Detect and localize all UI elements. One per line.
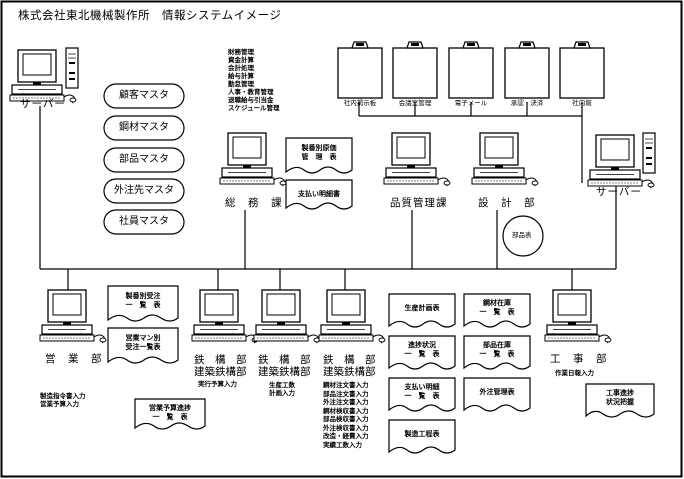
network-lines <box>39 102 617 290</box>
master-gaichu: 外注先マスタ <box>114 185 174 196</box>
clipboard-icon-2 <box>392 41 438 99</box>
server-left-label: サーバー <box>20 98 66 110</box>
clipboard-label-3: 電子メール <box>454 99 488 107</box>
clipboard-icon-4 <box>504 41 550 99</box>
server-right-label: サーバー <box>596 186 642 198</box>
doc-buhin-zaiko: 部品在庫一 覧 表 <box>479 341 515 358</box>
computer-hinshitsu-icon <box>383 132 451 187</box>
computer-kouji-icon <box>544 289 612 344</box>
doc-shiharai-meisaisho: 支払い明細書 <box>298 190 340 198</box>
soumu-label: 総 務 課 <box>225 197 283 209</box>
doc-seiban-juchu: 製番別受注一 覧 表 <box>125 292 161 309</box>
doc-seizou-koutei: 製造工程表 <box>404 430 440 438</box>
clipboard-icon-3 <box>448 41 494 99</box>
soumu-function-list: 財務管理 資金計算 会計処理 給与計算 勤怠管理 人事・教育管理 退職給与引当金… <box>228 48 280 112</box>
doc-kouzai-zaiko: 鋼材在庫一 覧 表 <box>479 299 515 316</box>
clipboard-label-4: 承認・決済 <box>510 99 544 107</box>
doc-eigyoman-juchu: 営業マン別受注一覧表 <box>125 334 161 351</box>
tekkou2-inputs: 生産工数計画入力 <box>269 381 295 397</box>
doc-shiharai-ichiran: 支払い明細一 覧 表 <box>404 383 440 400</box>
clipboard-icon-5 <box>559 41 605 99</box>
doc-seisan-keikaku: 生産計画表 <box>404 304 440 312</box>
eigyo-label: 営 業 部 <box>45 353 103 365</box>
tekkou1-input: 実行予算入力 <box>198 380 237 388</box>
computer-tekkou1-icon <box>191 289 259 344</box>
computer-tekkou3-icon <box>318 289 386 344</box>
tekkou2-label: 鉄 構 部建築鉄構部 <box>258 354 311 378</box>
eigyo-inputs: 製造指令書入力営業予算入力 <box>40 392 86 408</box>
computer-soumu-icon <box>219 132 287 187</box>
kouji-input: 作業日報入力 <box>555 369 594 377</box>
master-kouzai: 鋼材マスタ <box>119 122 169 133</box>
master-buhin: 部品マスタ <box>119 154 169 165</box>
page-title: 株式会社東北機械製作所 情報システムイメージ <box>18 8 282 22</box>
master-boxes <box>103 83 185 235</box>
doc-gaichu-kanri: 外注管理表 <box>479 388 515 396</box>
buhinhyo-label: 部品表 <box>512 231 532 239</box>
tekkou1-label: 鉄 構 部建築鉄構部 <box>194 354 247 378</box>
clipboard-label-2: 会議室管理 <box>398 99 432 107</box>
kouji-label: 工 事 部 <box>550 353 608 365</box>
clipboard-icon-1 <box>337 41 383 99</box>
buhinhyo-circle <box>502 215 544 257</box>
doc-kouji-shinchoku: 工事進捗状況把握 <box>606 389 634 406</box>
computer-tekkou2-icon <box>253 289 321 344</box>
clipboard-label-5: 社内報 <box>572 99 592 107</box>
computer-sekkei-icon <box>471 132 539 187</box>
doc-eigyo-yosan: 営業予算進捗一 覧 表 <box>149 404 191 421</box>
doc-shinchoku: 進捗状況一 覧 表 <box>404 341 440 358</box>
server-left-icon <box>9 47 79 104</box>
server-right-icon <box>587 132 656 189</box>
tekkou3-label: 鉄 構 部建築鉄構部 <box>323 354 376 378</box>
master-kokyaku: 顧客マスタ <box>119 90 169 101</box>
document-shapes <box>107 137 655 454</box>
master-shain: 社員マスタ <box>119 216 169 227</box>
sekkei-label: 設 計 部 <box>478 197 536 209</box>
computer-eigyo-icon <box>39 289 107 344</box>
clipboard-label-1: 社内掲示板 <box>343 99 377 107</box>
tekkou3-inputs: 鋼材注文書入力 部品注文書入力 外注注文書入力 鋼材検収書入力 部品検収書入力 … <box>323 381 369 449</box>
hinshitsu-label: 品質管理課 <box>390 197 448 209</box>
doc-seiban-genka: 製番別原価管 理 表 <box>301 144 337 161</box>
